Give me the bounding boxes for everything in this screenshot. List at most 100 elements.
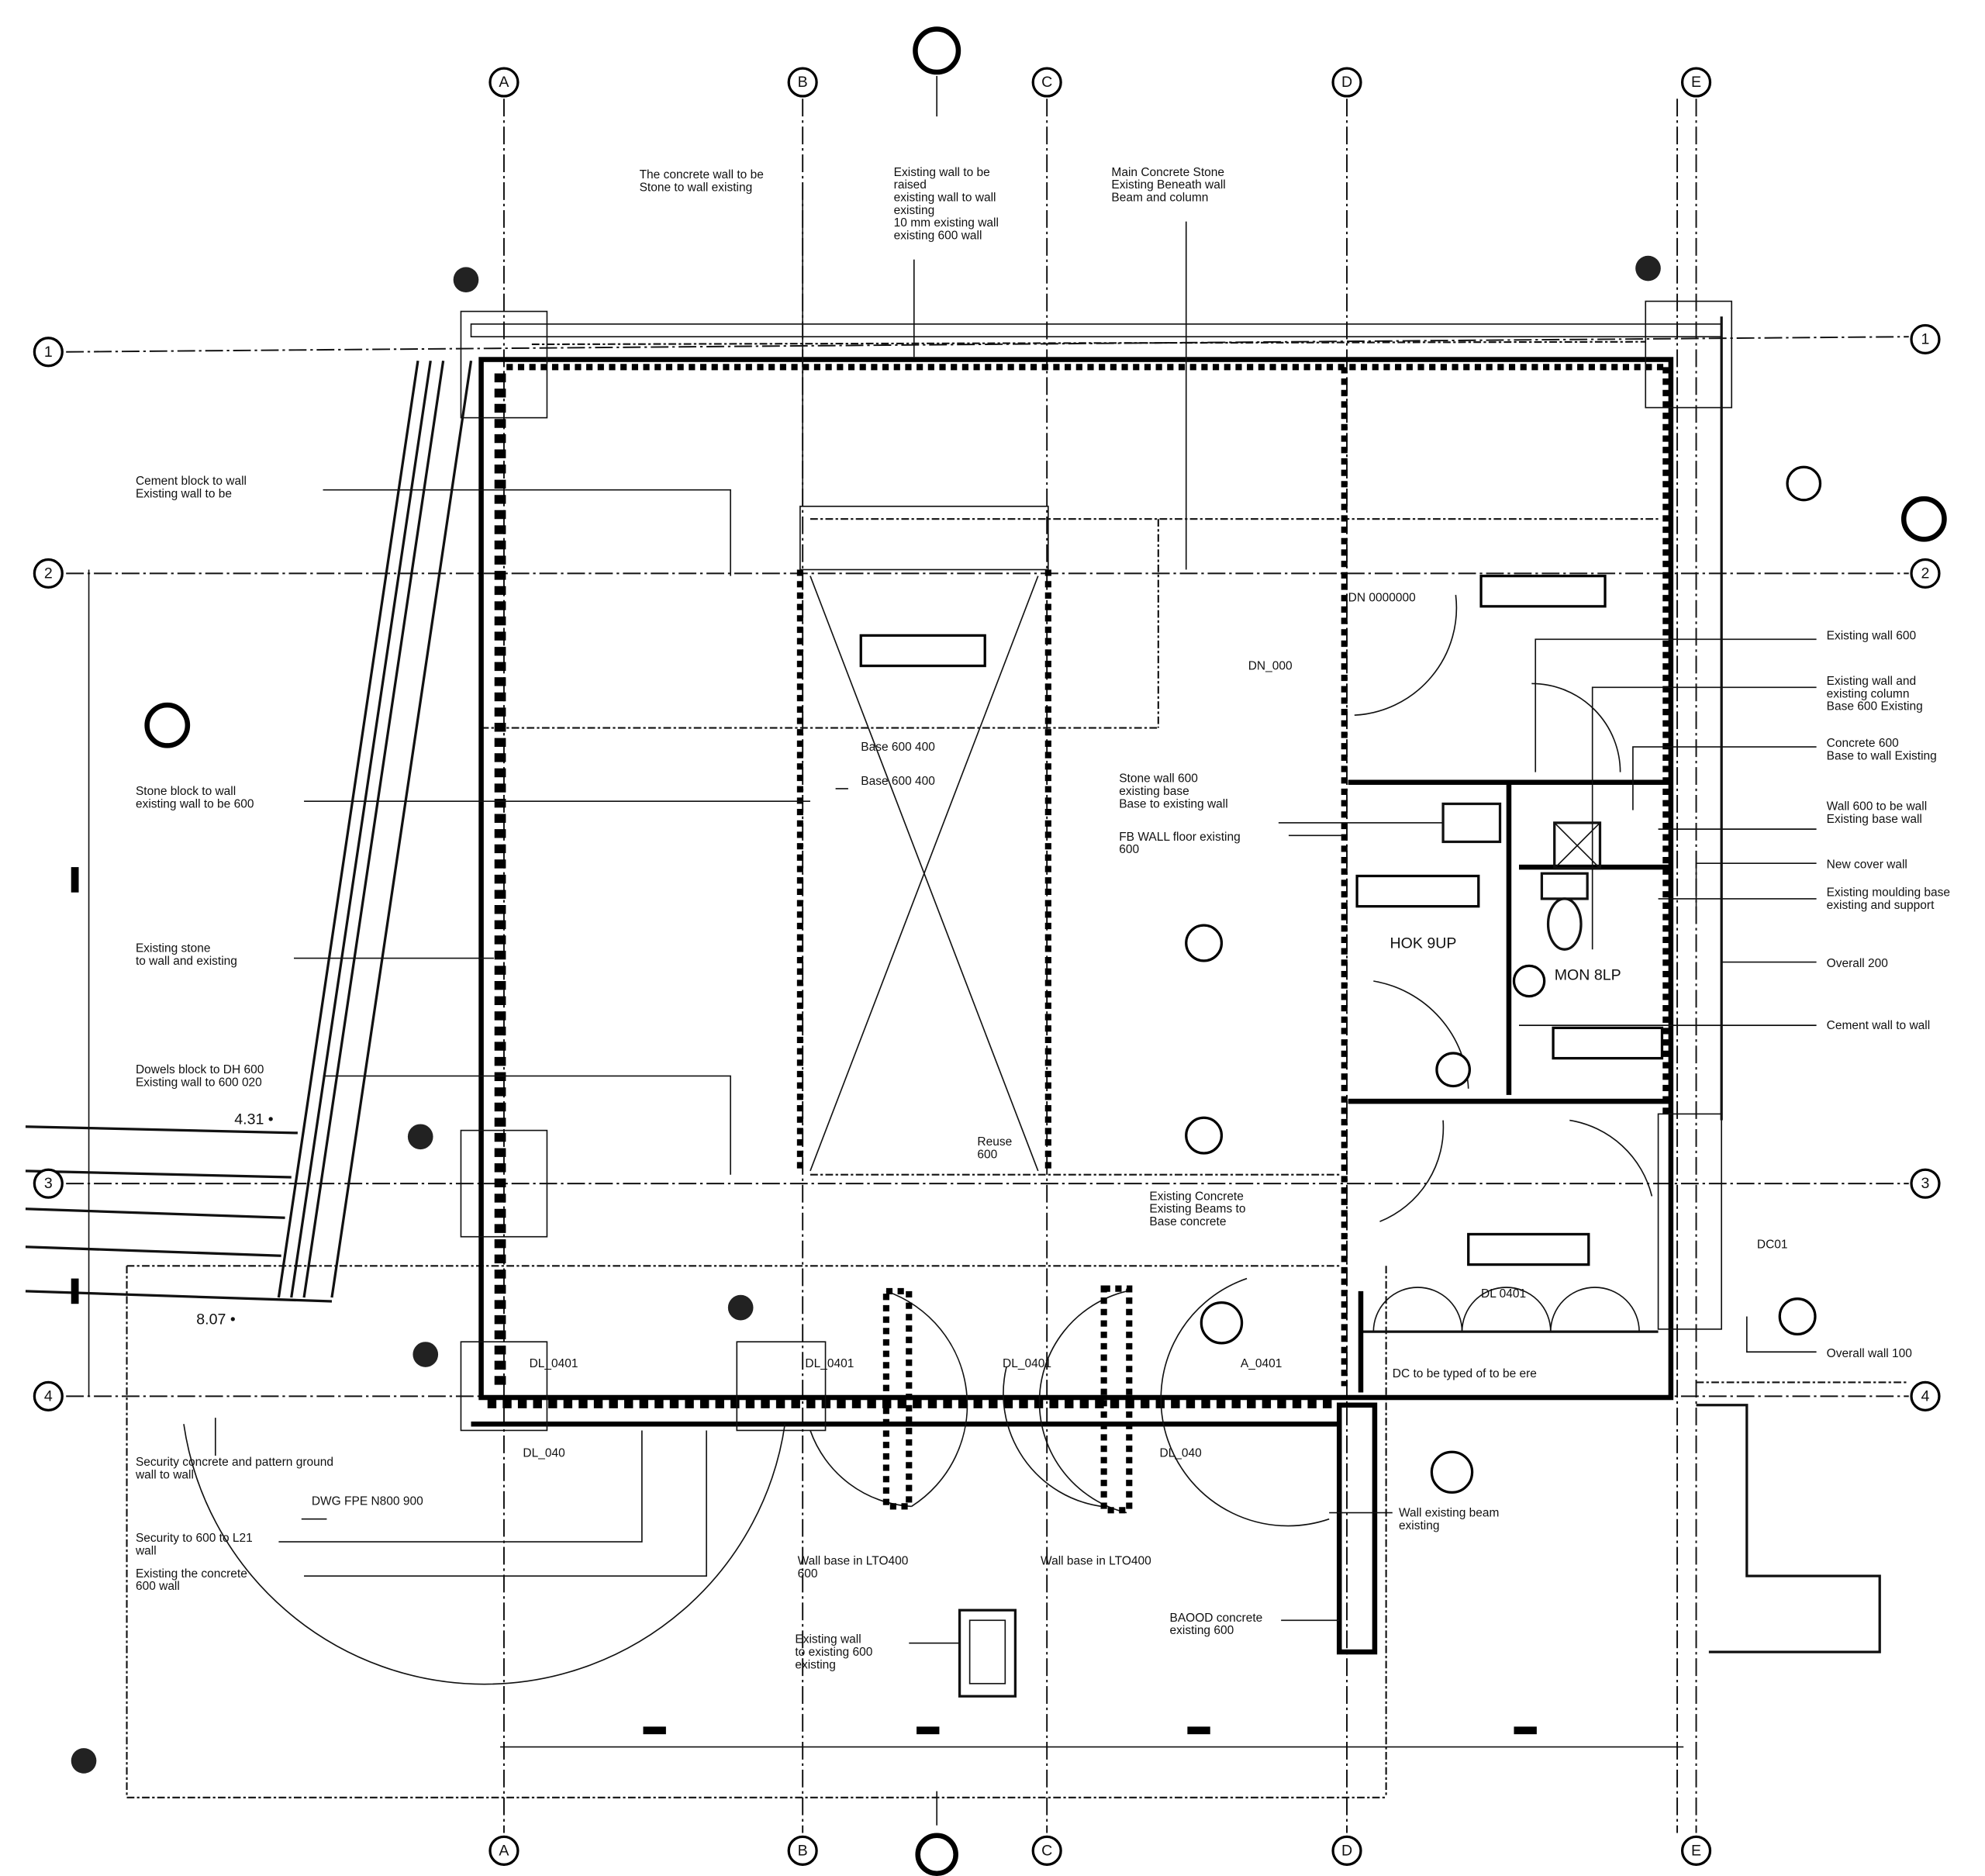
top-note-line: Beam and column [1111,192,1208,205]
plan-label: DL_040 [1159,1447,1202,1460]
grid-column-B-top[interactable]: B [787,67,818,98]
detail-tag-icon[interactable] [407,1124,433,1150]
grid-row-2-left[interactable]: 2 [33,558,64,589]
section-marker-icon[interactable] [1900,496,1947,542]
grid-bubble-circle [1331,67,1362,98]
plan-label-line: to existing 600 [795,1646,872,1659]
grid-bubble-label: B [798,74,808,91]
plan-label-line: FB WALL floor existing [1119,831,1241,844]
grid-column-E-top[interactable]: E [1680,67,1712,98]
left-note-line: to wall and existing [136,955,237,968]
plan-label-line: Base concrete [1149,1215,1226,1228]
callout-bubble-icon[interactable] [1435,1052,1471,1088]
left-note-line: existing wall to be 600 [136,797,254,810]
section-marker-icon[interactable] [913,26,961,75]
section-marker-icon[interactable] [915,1833,958,1876]
grid-row-3-left[interactable]: 3 [33,1168,64,1199]
callout-bubble-icon[interactable] [1778,1297,1817,1336]
right-note-line: Base 600 Existing [1827,700,1923,713]
site-lines [25,75,1684,1826]
plan-label-line: Base to existing wall [1119,797,1227,810]
grid-bubble-label: 2 [1921,565,1930,582]
leader-line [1534,638,1817,772]
left-note-line: Existing wall to be [136,487,232,500]
plan-label-line: Wall existing beam [1399,1506,1500,1519]
grid-bubble-circle [33,558,64,589]
grid-bubble-circle [33,337,64,368]
plan-label-line: DL_0401 [530,1357,578,1370]
plan-label: DL_0401 [805,1357,854,1370]
grid-bubble-circle [1910,1168,1941,1199]
callout-bubble-icon[interactable] [1786,465,1822,502]
grid-column-B-bottom[interactable]: B [787,1835,818,1866]
detail-tag-icon[interactable] [71,1748,97,1774]
grid-bubble-circle [33,1380,64,1411]
grid-row-4-left[interactable]: 4 [33,1380,64,1411]
grid-column-D-top[interactable]: D [1331,67,1362,98]
plan-label: DL_0401 [1003,1357,1051,1370]
detail-tag-icon[interactable] [453,267,479,293]
right-note-line: New cover wall [1827,859,1907,872]
top-note-line: existing [894,204,935,217]
grid-bubble-circle [1331,1835,1362,1866]
grid-row-4-right[interactable]: 4 [1910,1380,1941,1411]
grid-column-D-bottom[interactable]: D [1331,1835,1362,1866]
plan-label-line: existing base [1119,785,1189,798]
detail-tag-icon[interactable] [727,1294,754,1321]
grid-row-1-right[interactable]: 1 [1910,323,1941,355]
plan-label-line: Reuse [977,1135,1012,1149]
leader-line [1746,1316,1817,1353]
callout-bubble-icon[interactable] [1185,1116,1224,1155]
plan-label: Wall base in LTO400 [1041,1554,1151,1567]
grid-bubbles: A A B B C C D D E E 1 1 2 2 3 3 4 4 [33,67,1941,1866]
grid-column-C-top[interactable]: C [1031,67,1062,98]
right-note-line: Base to wall Existing [1827,749,1937,762]
grid-column-A-bottom[interactable]: A [488,1835,520,1866]
plan-label: DC01 [1757,1238,1788,1251]
callout-bubble-icon[interactable] [1200,1301,1244,1345]
grid-column-C-bottom[interactable]: C [1031,1835,1062,1866]
top-note-line: Main Concrete Stone [1111,166,1224,179]
left-note-line: Cement block to wall [136,475,247,488]
grid-bubble-label: 1 [44,344,53,361]
grid-row-1-left[interactable]: 1 [33,337,64,368]
leader-line [1695,862,1817,909]
grid-column-A-top[interactable]: A [488,67,520,98]
callout-bubble-icon[interactable] [1185,924,1224,962]
detail-tag-icon[interactable] [1635,255,1661,282]
leader-line [323,1075,731,1175]
top-note-line: Existing wall to be [894,166,990,179]
grid-bubble-label: 4 [44,1387,53,1404]
left-note-line: 600 wall [136,1580,180,1593]
section-marker-icon[interactable] [144,702,191,748]
plan-label-line: BAOOD concrete [1170,1612,1263,1625]
grid-column-E-bottom[interactable]: E [1680,1835,1712,1866]
grid-row-3-right[interactable]: 3 [1910,1168,1941,1199]
grid-bubble-label: A [499,74,509,91]
plan-label-line: Wall base in LTO400 [1041,1554,1151,1567]
plan-label-line: DN_000 [1248,659,1293,672]
plan-label-line: Existing wall [795,1633,861,1646]
left-note-line: Existing stone [136,941,211,955]
detail-tag-icon[interactable] [413,1342,439,1367]
callout-bubble-icon[interactable] [1512,964,1546,998]
plan-label: A_0401 [1241,1357,1282,1370]
grid-bubble-label: C [1041,74,1052,91]
left-note: DWG FPE N800 900 [301,1495,423,1520]
grid-lines [66,98,1909,1833]
grid-bubble-label: E [1691,74,1701,91]
grid-row-2-right[interactable]: 2 [1910,558,1941,589]
callout-bubble-icon[interactable] [1430,1450,1474,1494]
